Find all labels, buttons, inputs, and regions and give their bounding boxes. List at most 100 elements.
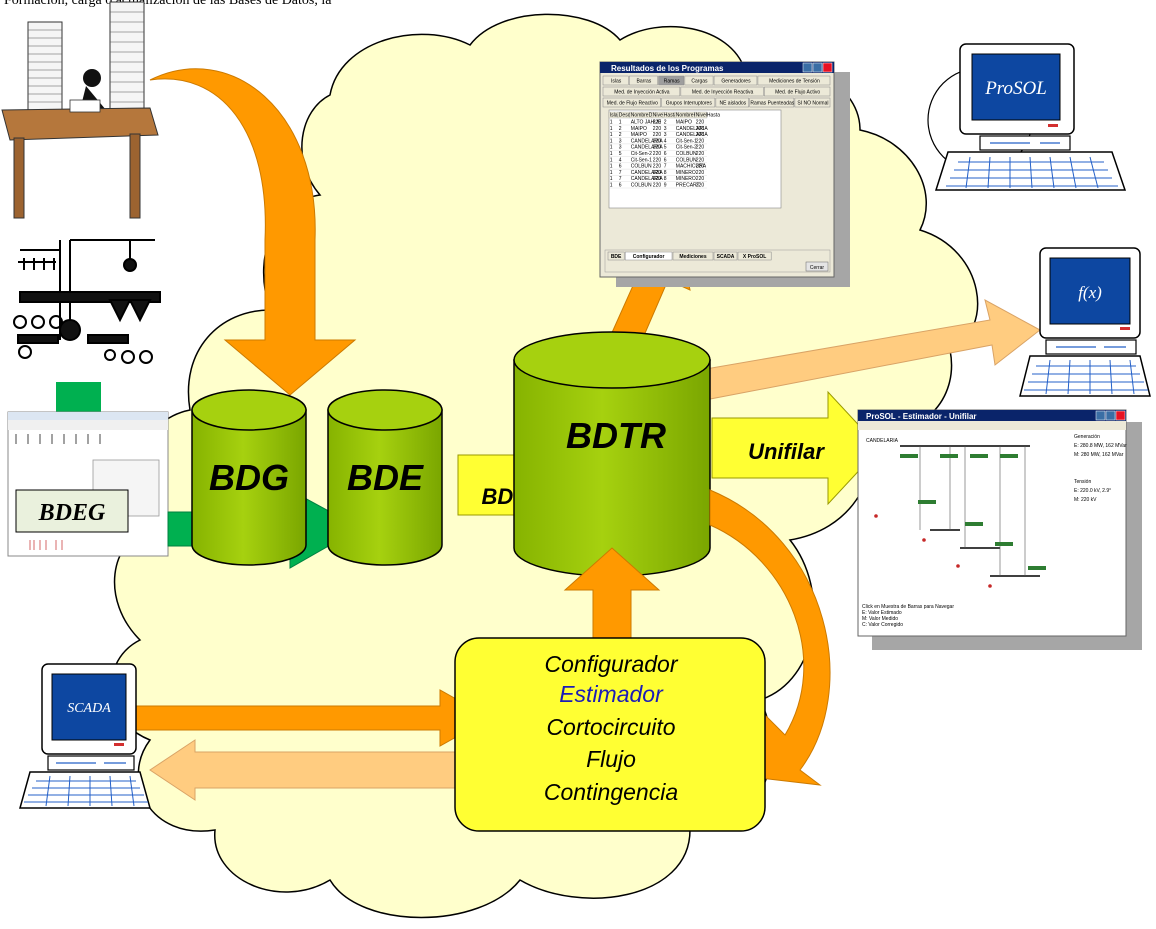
table-cell: CANDELARIA — [631, 170, 664, 176]
table-cell: MAIPO — [631, 132, 647, 138]
table-cell: 220 — [653, 170, 662, 176]
table-cell: 220 — [696, 164, 705, 170]
results-tab[interactable] — [684, 75, 714, 86]
results-tab-label: SI NO Normal — [797, 101, 828, 107]
unifilar-minimize-button[interactable] — [1095, 410, 1106, 421]
table-cell: 220 — [696, 145, 705, 151]
unifilar-info-label: E: 280.8 MW, 162 MVar — [1074, 443, 1127, 449]
table-cell: MAIPO — [631, 126, 647, 132]
results-column-label: Desde — [619, 113, 634, 119]
bdtr-cylinder: BDTR — [513, 331, 711, 577]
table-cell: 220 — [653, 145, 662, 151]
table-cell: Cit-Sen-1 — [631, 157, 652, 163]
table-cell: 1 — [610, 164, 613, 170]
table-cell: MINERO — [676, 170, 696, 176]
results-tab-label: Med. de Inyección Reactiva — [692, 90, 754, 96]
table-cell: 7 — [619, 176, 622, 182]
unifilar-window: ProSOL - Estimador - Unifilar CANDELARIA — [857, 409, 1142, 650]
results-column-header — [694, 111, 708, 119]
results-tab[interactable] — [715, 97, 749, 108]
table-cell: 1 — [610, 126, 613, 132]
table-cell: 220 — [696, 151, 705, 157]
table-cell: 1 — [610, 170, 613, 176]
table-cell: 220 — [696, 157, 705, 163]
bottom-tab-label: Configurador — [633, 254, 665, 260]
results-tab[interactable] — [680, 86, 764, 97]
table-cell: 220 — [696, 120, 705, 126]
table-cell: 7 — [619, 170, 622, 176]
prosol-terminal: ProSOL — [927, 43, 1127, 191]
program-estimador: Estimador — [559, 681, 664, 707]
table-cell: CANDELARIA — [676, 126, 709, 132]
orange-arrow-bdtr-to-programs — [709, 489, 831, 786]
bdg-cylinder: BDG — [191, 389, 307, 566]
results-close-button[interactable] — [805, 261, 829, 272]
fx-terminal: f(x) — [1019, 247, 1151, 397]
table-cell: 220 — [653, 183, 662, 189]
results-tab[interactable] — [602, 86, 681, 97]
table-cell: CANDELARIA — [676, 132, 709, 138]
bottom-tab-label: Mediciones — [679, 254, 706, 260]
bde-cylinder: BDE — [327, 389, 443, 566]
close-window-button[interactable] — [822, 62, 833, 73]
results-tab[interactable] — [658, 75, 685, 86]
program-configurador: Configurador — [545, 651, 679, 677]
results-tab[interactable] — [794, 97, 831, 108]
bottom-tab-label: BDE — [611, 254, 622, 260]
results-tab[interactable] — [602, 75, 629, 86]
scada-screen-label: SCADA — [67, 701, 111, 716]
results-tab[interactable] — [749, 97, 795, 108]
table-cell: 4 — [664, 138, 667, 144]
table-cell: 220 — [696, 170, 705, 176]
table-cell: 220 — [696, 132, 705, 138]
table-cell: MINERO — [676, 176, 696, 182]
program-flujo: Flujo — [586, 746, 636, 772]
table-cell: 1 — [619, 120, 622, 126]
table-cell: 1 — [610, 132, 613, 138]
bottom-tab-label: X ProSOL — [743, 254, 766, 260]
program-contingencia: Contingencia — [544, 779, 678, 805]
bottom-tab[interactable] — [713, 251, 738, 261]
results-tab[interactable] — [629, 75, 658, 86]
unifilar-close-button[interactable] — [1115, 410, 1126, 421]
table-cell: 220 — [653, 132, 662, 138]
table-cell: COLBUN — [631, 164, 652, 170]
results-window-title: Resultados de los Programas — [611, 64, 724, 73]
bottom-tab[interactable] — [624, 251, 673, 261]
results-column-label: NivelHasta — [696, 113, 720, 119]
results-tab[interactable] — [757, 75, 831, 86]
table-cell: 220 — [696, 138, 705, 144]
table-cell: 1 — [610, 120, 613, 126]
table-cell: 220 — [653, 151, 662, 157]
table-cell: 1 — [610, 151, 613, 157]
results-tab[interactable] — [764, 86, 831, 97]
unifilar-footer-label: C: Valor Corregido — [862, 622, 903, 628]
bottom-tab[interactable] — [672, 251, 714, 261]
bottom-tab[interactable] — [737, 251, 772, 261]
table-cell: COLBUN — [676, 157, 697, 163]
table-cell: COLBUN — [676, 151, 697, 157]
table-cell: CANDELARIA — [631, 176, 664, 182]
minimize-button[interactable] — [802, 62, 813, 73]
electrical-schematic-illustration — [13, 239, 161, 364]
unifilar-maximize-button[interactable] — [1105, 410, 1116, 421]
unifilar-bus-label: CANDELARIA — [866, 438, 899, 444]
table-cell: ALTO JAHUE — [631, 120, 662, 126]
results-tab-label: Mediciones de Tensión — [769, 79, 820, 85]
table-cell: 220 — [696, 176, 705, 182]
table-cell: 5 — [619, 151, 622, 157]
table-cell: Cit-Sen-1 — [676, 138, 697, 144]
maximize-button[interactable] — [812, 62, 823, 73]
table-cell: CANDELARIA — [631, 138, 664, 144]
table-cell: 9 — [664, 183, 667, 189]
table-cell: 220 — [653, 157, 662, 163]
unifilar-info-label: M: 280 MW, 162 MVar — [1074, 452, 1124, 458]
bottom-tab[interactable] — [607, 251, 625, 261]
results-tab[interactable] — [661, 97, 716, 108]
unifilar-window-title: ProSOL - Estimador - Unifilar — [866, 412, 977, 421]
unifilar-arrow-label: Unifilar — [748, 439, 825, 464]
results-tab[interactable] — [713, 75, 758, 86]
table-cell: 1 — [610, 138, 613, 144]
results-tab[interactable] — [602, 97, 661, 108]
results-tab-label: Med. de Flujo Activo — [775, 90, 820, 96]
